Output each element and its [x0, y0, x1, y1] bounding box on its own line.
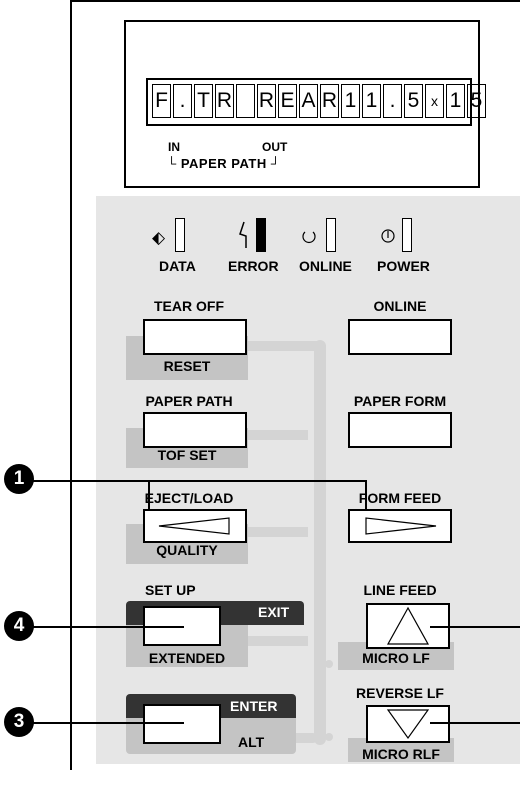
callout-1: 1 [4, 464, 34, 494]
connector [248, 430, 308, 440]
connector [248, 341, 318, 351]
online-circle-icon [302, 231, 316, 243]
left-triangle-icon [158, 517, 230, 535]
lcd-cell: . [383, 84, 402, 118]
power-indicator-label: POWER [377, 258, 430, 274]
callout-3-leader [32, 722, 184, 724]
paper-path-out-label: OUT [262, 140, 288, 154]
connector [248, 636, 308, 646]
callout-1-leader-left [148, 480, 150, 510]
paper-form-key-label: PAPER FORM [353, 393, 447, 409]
set-up-label: SET UP [145, 582, 196, 598]
error-led [256, 218, 266, 252]
reverse-lf-label: REVERSE LF [356, 685, 444, 701]
data-led [175, 218, 185, 252]
connector-dot [325, 660, 333, 668]
tear-off-reset-key[interactable] [143, 319, 247, 355]
lcd-cell: 5 [467, 84, 486, 118]
connector [278, 733, 318, 743]
reverse-lf-key[interactable] [366, 705, 450, 743]
panel-rail [314, 340, 326, 745]
alt-label: ALT [238, 734, 265, 750]
error-indicator-label: ERROR [228, 258, 279, 274]
callout-4-leader [32, 626, 184, 628]
data-arrow-icon: ⬖ [152, 228, 166, 247]
micro-lf-label: MICRO LF [362, 650, 430, 666]
up-triangle-icon [386, 606, 430, 645]
micro-rlf-label: MICRO RLF [362, 746, 440, 762]
lcd-cell: A [299, 84, 318, 118]
online-key[interactable] [348, 319, 452, 355]
right-triangle-icon [365, 517, 437, 535]
online-indicator-label: ONLINE [299, 258, 352, 274]
reset-label: RESET [163, 358, 211, 374]
connector-dot [290, 342, 298, 350]
paper-path-tof-set-key[interactable] [143, 412, 247, 448]
extended-label: EXTENDED [148, 650, 226, 666]
callout-3: 3 [4, 707, 34, 737]
tear-off-label: TEAR OFF [154, 298, 224, 314]
paper-path-text: PAPER PATH [180, 156, 267, 171]
eject-load-label: EJECT/LOAD [144, 490, 234, 506]
lcd-cell [236, 84, 255, 118]
connector-dot [290, 637, 298, 645]
online-led [326, 218, 336, 252]
power-icon [381, 229, 395, 243]
quality-label: QUALITY [156, 542, 218, 558]
lcd-cell: E [278, 84, 297, 118]
callout-1-leader-right [365, 480, 367, 510]
lcd-cell: R [320, 84, 339, 118]
lcd-cell: 5 [404, 84, 423, 118]
enter-label: ENTER [230, 698, 278, 714]
callout-1-leader [32, 480, 366, 482]
connector-dot [274, 342, 282, 350]
online-key-label: ONLINE [373, 298, 427, 314]
lcd-cell: 1 [362, 84, 381, 118]
lcd-cell: R [215, 84, 234, 118]
panel-frame-left [70, 0, 72, 770]
connector-dot [290, 431, 298, 439]
lcd-cell: F [152, 84, 171, 118]
callout-4: 4 [4, 611, 34, 641]
data-indicator-label: DATA [159, 258, 196, 274]
form-feed-key[interactable] [348, 509, 452, 543]
power-led [402, 218, 412, 252]
reverse-lf-leader [430, 722, 520, 724]
paper-path-in-label: IN [168, 140, 180, 154]
line-feed-leader [430, 626, 520, 628]
lcd-strip [146, 78, 472, 126]
tof-set-label: TOF SET [157, 447, 217, 463]
lcd-cell: . [173, 84, 192, 118]
paper-path-label: └ PAPER PATH ┘ [167, 156, 281, 171]
form-feed-label: FORM FEED [358, 490, 442, 506]
line-feed-label: LINE FEED [363, 582, 437, 598]
connector-dot [325, 733, 333, 741]
paper-form-key[interactable] [348, 412, 452, 448]
exit-label: EXIT [258, 604, 290, 620]
connector-dot [290, 528, 298, 536]
eject-load-quality-key[interactable] [143, 509, 247, 543]
enter-alt-key[interactable] [143, 704, 221, 744]
paper-path-key-label: PAPER PATH [145, 393, 233, 409]
down-triangle-icon [386, 709, 430, 740]
lcd-cell: 1 [446, 84, 465, 118]
panel-frame-top [70, 0, 520, 2]
lcd-cell: 1 [341, 84, 360, 118]
lcd-cell: R [257, 84, 276, 118]
lcd-cell: x [425, 84, 444, 118]
lcd-cell: T [194, 84, 213, 118]
connector [248, 527, 308, 537]
error-lightning-icon [239, 221, 247, 248]
lcd-display [124, 20, 480, 188]
